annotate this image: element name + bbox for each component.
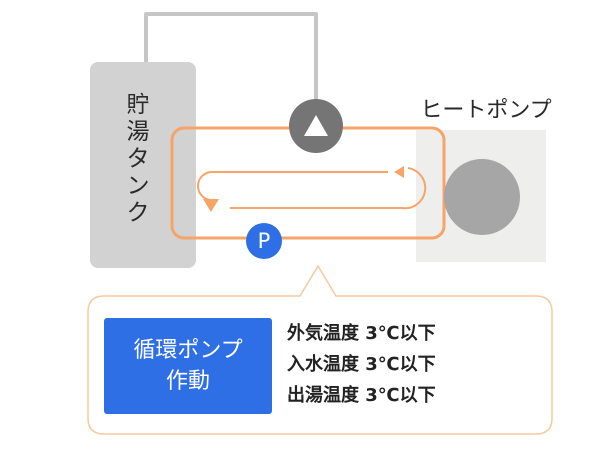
badge-title-line2: 作動 xyxy=(165,369,210,394)
flow-arrow-icon xyxy=(203,199,219,212)
storage-tank-label: 貯湯タンク xyxy=(126,92,150,226)
fan-circle-icon xyxy=(444,159,520,235)
heatpump-label: ヒートポンプ xyxy=(420,98,552,123)
inner-flow-path-lower xyxy=(230,167,427,210)
condition-outlet-temp: 出湯温度 3℃以下 xyxy=(287,385,436,406)
flow-arrow-icon xyxy=(394,166,404,178)
circulation-pump-icon: P xyxy=(246,223,282,259)
condition-outdoor-temp: 外気温度 3℃以下 xyxy=(287,323,436,344)
inner-flow-path xyxy=(197,171,388,201)
badge-title-line1: 循環ポンプ xyxy=(133,338,243,363)
condition-list: 外気温度 3℃以下 入水温度 3℃以下 出湯温度 3℃以下 xyxy=(287,318,537,411)
gray-pipe xyxy=(144,12,318,100)
pump-operation-badge: 循環ポンプ 作動 xyxy=(104,318,272,414)
condition-inlet-temp: 入水温度 3℃以下 xyxy=(287,354,436,375)
storage-tank xyxy=(90,62,196,268)
